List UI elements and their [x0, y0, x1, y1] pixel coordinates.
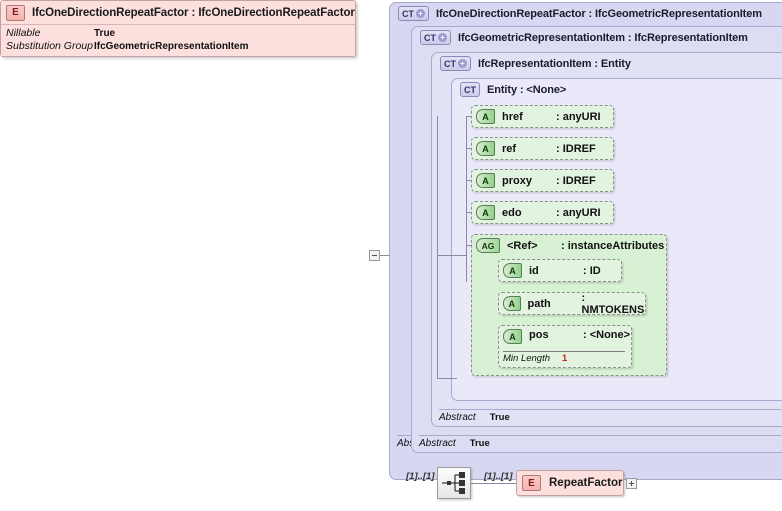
attribute-row-pos[interactable]: A pos : <None>: [498, 325, 632, 368]
expand-plus-icon[interactable]: +: [458, 59, 467, 68]
attribute-badge-icon: A: [476, 109, 495, 124]
element-box[interactable]: E IfcOneDirectionRepeatFactor : IfcOneDi…: [0, 0, 356, 57]
complex-type-footer-abstract: Abstract True: [439, 409, 781, 423]
complex-type-badge-icon: CT: [460, 82, 480, 97]
attribute-badge-icon: A: [503, 263, 522, 278]
expand-plus-icon[interactable]: +: [438, 33, 447, 42]
attribute-name: proxy: [502, 174, 532, 187]
attribute-badge-icon: A: [476, 205, 495, 220]
complex-type-badge-label: CT: [444, 58, 456, 69]
attribute-group-header: AG <Ref> : instanceAttributes: [472, 235, 666, 256]
attribute-name: path: [527, 297, 551, 310]
attribute-row-id[interactable]: A id : ID: [498, 259, 622, 282]
property-value: IfcGeometricRepresentationItem: [94, 41, 249, 52]
abstract-label: Abstract: [419, 438, 456, 449]
cardinality-label-left: [1]..[1]: [406, 471, 435, 482]
attribute-row-path[interactable]: A path : NMTOKENS: [498, 291, 646, 316]
attribute-group-type: : instanceAttributes: [561, 239, 665, 252]
property-value: True: [94, 28, 116, 39]
page-title: IfcOneDirectionRepeatFactor : IfcOneDire…: [32, 6, 355, 19]
abstract-value: True: [489, 412, 510, 423]
attribute-type: : IDREF: [556, 174, 596, 187]
complex-type-badge-label: CT: [464, 84, 476, 95]
complex-type-header: CT+ IfcRepresentationItem : Entity: [432, 53, 782, 74]
sequence-glyph-icon: [442, 472, 465, 494]
attribute-type: : ID: [583, 264, 601, 277]
attribute-type: : anyURI: [556, 110, 601, 123]
property-row-substitution-group: Substitution Group IfcGeometricRepresent…: [6, 40, 355, 53]
attribute-badge-icon: A: [503, 329, 522, 344]
complex-type-header: CT+ IfcOneDirectionRepeatFactor : IfcGeo…: [390, 3, 782, 24]
attribute-type: : IDREF: [556, 142, 596, 155]
complex-type-badge-icon: CT+: [398, 6, 429, 21]
property-key: Substitution Group: [6, 40, 93, 52]
attribute-name: pos: [529, 329, 549, 341]
repeat-factor-label: RepeatFactor: [549, 477, 623, 489]
connector-line: [471, 483, 516, 484]
property-row-nillable: Nillable True: [6, 27, 355, 40]
complex-type-header: CT Entity : <None>: [452, 79, 782, 100]
connector-line: [466, 245, 472, 246]
expand-expander-icon[interactable]: [626, 478, 637, 489]
complex-type-title: Entity : <None>: [487, 83, 567, 96]
connector-line: [437, 378, 457, 379]
element-properties: Nillable True Substitution Group IfcGeom…: [1, 24, 355, 56]
cardinality-label-right: [1]..[1]: [484, 471, 513, 482]
facet-min-length: Min Length 1: [503, 351, 625, 364]
element-badge-icon: E: [522, 475, 541, 491]
attribute-badge-icon: A: [476, 141, 495, 156]
attribute-name: ref: [502, 142, 517, 155]
abstract-value: True: [469, 438, 490, 449]
complex-type-title: IfcRepresentationItem : Entity: [478, 57, 631, 70]
connector-line: [466, 116, 467, 282]
element-box-header: E IfcOneDirectionRepeatFactor : IfcOneDi…: [1, 1, 355, 24]
complex-type-header: CT+ IfcGeometricRepresentationItem : Ifc…: [412, 27, 782, 48]
expand-plus-icon[interactable]: +: [416, 9, 425, 18]
property-key: Nillable: [6, 27, 41, 39]
collapse-expander-icon[interactable]: [369, 250, 380, 261]
attribute-type: : NMTOKENS: [581, 291, 645, 316]
attribute-name: edo: [502, 206, 522, 219]
attribute-name: id: [529, 264, 539, 277]
complex-type-badge-label: CT: [402, 8, 414, 19]
repeat-factor-element[interactable]: E RepeatFactor: [516, 470, 624, 496]
complex-type-title: IfcOneDirectionRepeatFactor : IfcGeometr…: [436, 7, 762, 20]
attribute-row-edo[interactable]: A edo : anyURI: [471, 201, 614, 224]
attribute-row-ref[interactable]: A ref : IDREF: [471, 137, 614, 160]
attribute-badge-icon: A: [476, 173, 495, 188]
connector-line: [437, 255, 466, 256]
attribute-row-href[interactable]: A href : anyURI: [471, 105, 614, 128]
attribute-type: : anyURI: [556, 206, 601, 219]
attribute-row-proxy[interactable]: A proxy : IDREF: [471, 169, 614, 192]
attribute-group-badge-icon: AG: [476, 238, 500, 253]
attribute-group-name: <Ref>: [507, 239, 538, 252]
complex-type-footer-abstract: Abstract True: [419, 435, 781, 449]
complex-type-title: IfcGeometricRepresentationItem : IfcRepr…: [458, 31, 748, 44]
facet-label: Min Length: [503, 353, 551, 364]
complex-type-badge-icon: CT+: [440, 56, 471, 71]
facet-value: 1: [562, 353, 568, 364]
attribute-type: : <None>: [583, 329, 631, 341]
attribute-name: href: [502, 110, 523, 123]
sequence-compositor-icon[interactable]: [437, 467, 471, 499]
complex-type-badge-label: CT: [424, 32, 436, 43]
element-badge-icon: E: [6, 4, 25, 21]
abstract-label: Abstract: [439, 412, 476, 423]
complex-type-badge-icon: CT+: [420, 30, 451, 45]
attribute-badge-icon: A: [503, 296, 521, 311]
connector-line: [437, 116, 438, 378]
